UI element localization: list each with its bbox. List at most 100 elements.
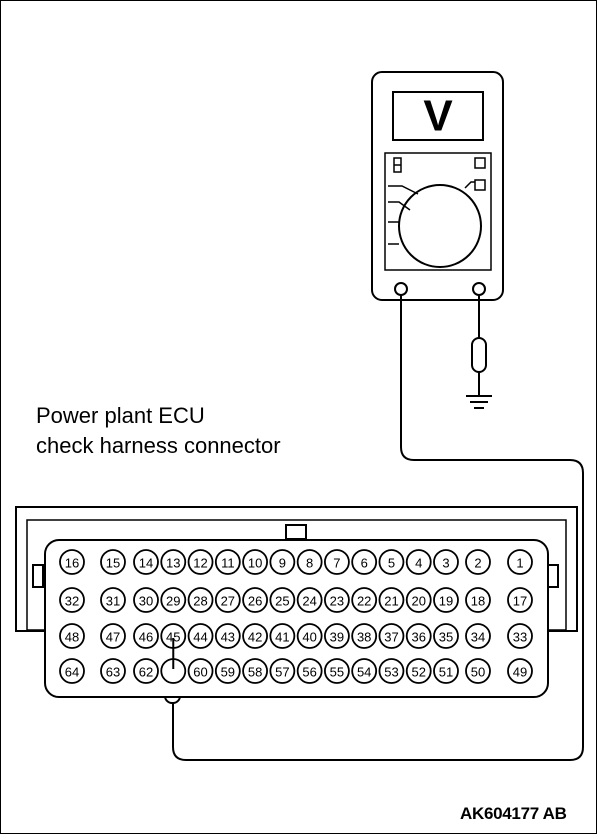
connector-pin-32 <box>59 587 85 613</box>
connector-pin-label-6: 6 <box>361 556 368 571</box>
connector-pin-36 <box>405 623 432 649</box>
connector-pin-12 <box>187 549 214 575</box>
connector-pin-label-34: 34 <box>471 630 485 645</box>
connector-pin-27 <box>214 587 241 613</box>
connector-pin-41 <box>269 623 296 649</box>
connector-pin-label-64: 64 <box>65 665 79 680</box>
connector-pin-label-63: 63 <box>106 665 120 680</box>
voltmeter-switch-right-bottom <box>474 179 486 191</box>
connector-pin-label-2: 2 <box>474 556 481 571</box>
connector-pin-47 <box>100 623 126 649</box>
connector-pin-label-30: 30 <box>139 594 153 609</box>
connector-pin-25 <box>269 587 296 613</box>
connector-key-right <box>547 564 559 588</box>
connector-pin-label-25: 25 <box>275 594 289 609</box>
connector-pin-7 <box>324 549 350 575</box>
connector-pin-label-38: 38 <box>357 630 371 645</box>
voltmeter-terminal-right <box>472 282 486 296</box>
connector-pin-label-58: 58 <box>248 665 262 680</box>
connector-pin-label-26: 26 <box>248 594 262 609</box>
connector-pin-label-41: 41 <box>275 630 289 645</box>
connector-pin-label-37: 37 <box>384 630 398 645</box>
connector-pin-20 <box>405 587 432 613</box>
connector-pin-63 <box>100 658 126 684</box>
connector-pin-label-28: 28 <box>193 594 207 609</box>
connector-pin-23 <box>324 587 350 613</box>
connector-pin-label-48: 48 <box>65 630 79 645</box>
connector-pin-label-19: 19 <box>439 594 453 609</box>
connector-pin-label-4: 4 <box>415 556 422 571</box>
connector-pin-37 <box>378 623 405 649</box>
connector-pin-60 <box>187 658 214 684</box>
connector-pin-28 <box>187 587 214 613</box>
connector-pin-label-18: 18 <box>471 594 485 609</box>
connector-pin-label-59: 59 <box>221 665 235 680</box>
voltmeter-display-symbol: V <box>423 92 453 141</box>
connector-pin-24 <box>296 587 323 613</box>
connector-pin-label-31: 31 <box>106 594 120 609</box>
connector-pin-26 <box>242 587 268 613</box>
connector-pin-label-57: 57 <box>275 665 289 680</box>
connector-pin-17 <box>507 587 533 613</box>
connector-pin-label-42: 42 <box>248 630 262 645</box>
connector-pin-label-12: 12 <box>193 556 207 571</box>
connector-pin-label-54: 54 <box>357 665 371 680</box>
figure-code: AK604177 AB <box>460 804 567 823</box>
voltmeter-dial <box>398 184 482 268</box>
voltmeter-display <box>392 91 484 141</box>
connector-pin-9 <box>269 549 296 575</box>
connector-pin-33 <box>507 623 533 649</box>
connector-pin-label-35: 35 <box>439 630 453 645</box>
connector-pin-label-14: 14 <box>139 556 153 571</box>
voltmeter-panel <box>384 152 492 271</box>
connector-pin-label-13: 13 <box>166 556 180 571</box>
connector-pin-label-21: 21 <box>384 594 398 609</box>
connector-pin-label-49: 49 <box>513 665 527 680</box>
ground-lead <box>466 295 492 409</box>
voltmeter-switch-right-top <box>474 157 486 169</box>
connector-pin-14 <box>133 549 159 575</box>
connector-pin-label-56: 56 <box>302 665 316 680</box>
connector-pin-18 <box>465 587 491 613</box>
connector-pin-label-36: 36 <box>411 630 425 645</box>
harness-connector <box>15 506 578 698</box>
connector-pin-54 <box>351 658 378 684</box>
connector-pin-label-55: 55 <box>330 665 344 680</box>
connector-pin-label-16: 16 <box>65 556 79 571</box>
connector-pin-label-52: 52 <box>411 665 425 680</box>
connector-label-line1: Power plant ECU <box>36 403 205 428</box>
connector-pin-11 <box>214 549 241 575</box>
connector-key-left <box>32 564 44 588</box>
connector-pin-2 <box>465 549 491 575</box>
connector-latch <box>285 524 307 540</box>
connector-pin-label-23: 23 <box>330 594 344 609</box>
connector-pin-38 <box>351 623 378 649</box>
connector-label-line2: check harness connector <box>36 433 281 458</box>
connector-pin-57 <box>269 658 296 684</box>
connector-pin-64 <box>59 658 85 684</box>
connector-pin-label-15: 15 <box>106 556 120 571</box>
connector-pin-label-46: 46 <box>139 630 153 645</box>
connector-pin-label-10: 10 <box>248 556 262 571</box>
measurement-lead <box>172 295 584 761</box>
connector-pin-16 <box>59 549 85 575</box>
connector-pin-label-7: 7 <box>333 556 340 571</box>
connector-pin-label-39: 39 <box>330 630 344 645</box>
connector-pin-label-20: 20 <box>411 594 425 609</box>
connector-pin-6 <box>351 549 378 575</box>
connector-pin-34 <box>465 623 491 649</box>
connector-pin-53 <box>378 658 405 684</box>
connector-pin-55 <box>324 658 350 684</box>
connector-pin-51 <box>433 658 459 684</box>
connector-pin-label-5: 5 <box>388 556 395 571</box>
connector-pin-label-1: 1 <box>516 556 523 571</box>
connector-pin-5 <box>378 549 405 575</box>
connector-pin-48 <box>59 623 85 649</box>
connector-pin-label-24: 24 <box>302 594 316 609</box>
connector-pin-label-43: 43 <box>221 630 235 645</box>
connector-pin-44 <box>187 623 214 649</box>
connector-pin-1 <box>507 549 533 575</box>
probe-icon <box>471 337 487 373</box>
connector-pin-label-50: 50 <box>471 665 485 680</box>
